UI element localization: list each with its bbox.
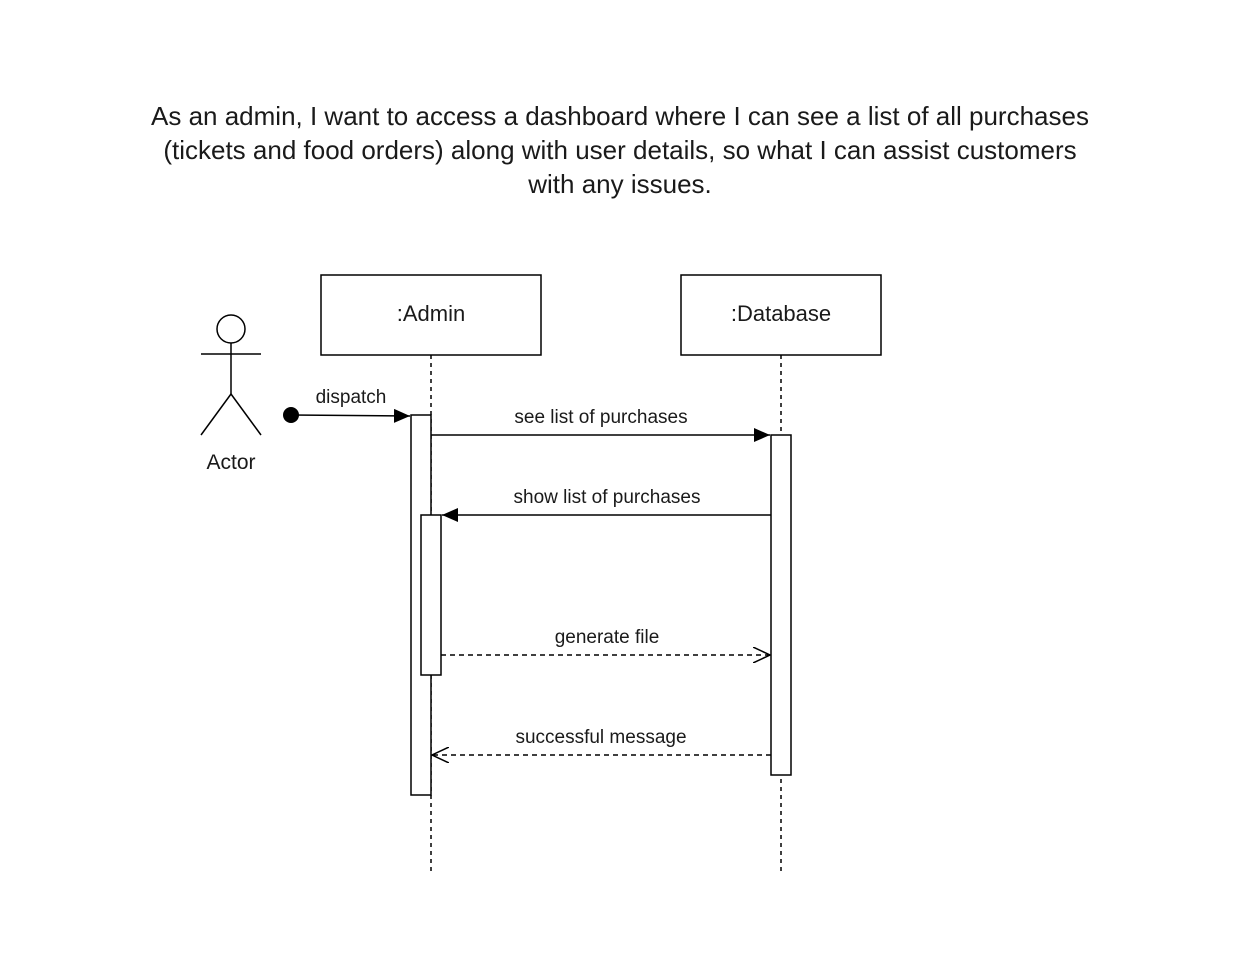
- user-story-line-1: As an admin, I want to access a dashboar…: [151, 101, 1089, 131]
- admin-lifeline-box: [320, 274, 542, 356]
- actor-label: Actor: [206, 451, 255, 474]
- user-story-text: As an admin, I want to access a dashboar…: [100, 99, 1140, 201]
- dispatch-label: dispatch: [316, 387, 387, 408]
- database-activation-bar: [770, 434, 792, 776]
- user-story-line-3: with any issues.: [528, 169, 712, 199]
- successful-message-label: successful message: [515, 727, 686, 748]
- database-lifeline-label: :Database: [731, 301, 831, 326]
- user-story-line-2: (tickets and food orders) along with use…: [163, 135, 1077, 165]
- generate-file-label: generate file: [555, 627, 660, 648]
- actor-right-leg: [230, 393, 262, 436]
- actor-figure: [200, 314, 262, 436]
- show-list-label: show list of purchases: [514, 487, 701, 508]
- actor-head: [216, 314, 246, 344]
- admin-nested-activation-bar: [420, 514, 442, 676]
- admin-lifeline-label: :Admin: [397, 301, 465, 326]
- see-list-label: see list of purchases: [514, 407, 687, 428]
- dispatch-arrow: [290, 408, 411, 423]
- actor-left-leg: [200, 393, 232, 436]
